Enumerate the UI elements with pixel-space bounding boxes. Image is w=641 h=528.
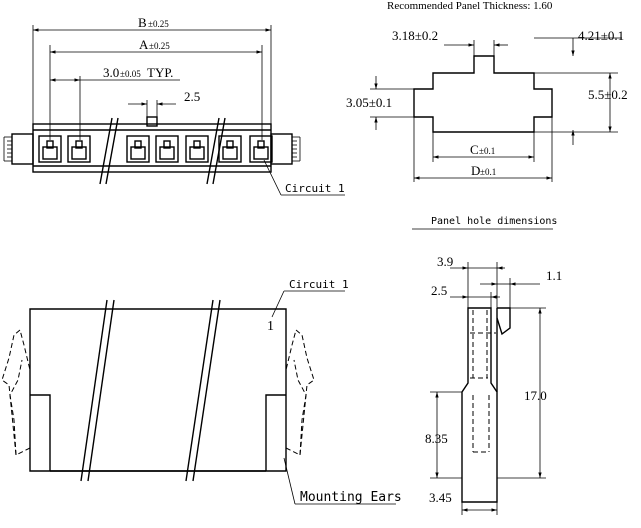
circuit-1-label-bottom: Circuit 1 <box>289 278 349 291</box>
dim-right-step: 4.21±0.1 <box>578 28 624 43</box>
bottom-view: 1 Circuit 1 Mounting Ears <box>1 278 402 505</box>
dim-d-letter: D <box>471 163 480 178</box>
dim-d-tol: ±0.1 <box>480 167 496 177</box>
dim-pitch-value: 3.0 <box>103 65 119 80</box>
circuit-1-label-top: Circuit 1 <box>285 182 345 195</box>
dim-a-tol: ±0.25 <box>149 41 170 51</box>
dim-left-step: 3.18±0.2 <box>392 28 438 43</box>
front-view: B ±0.25 A ±0.25 3.0 ±0.05 TYP. 2.5 <box>3 15 345 196</box>
cavity-row <box>38 135 273 163</box>
dim-3-9: 3.9 <box>437 254 453 269</box>
dim-b-tol: ±0.25 <box>148 19 169 29</box>
dim-2-5: 2.5 <box>431 283 447 298</box>
dim-17-0: 17.0 <box>524 388 547 403</box>
side-view: 3.9 1.1 2.5 17.0 8.35 3.45 <box>425 254 562 515</box>
panel-hole-title: Panel hole dimensions <box>431 216 557 227</box>
dim-pitch-suffix: TYP. <box>147 65 173 80</box>
dim-1-1: 1.1 <box>546 268 562 283</box>
dim-key-value: 2.5 <box>184 89 200 104</box>
panel-hole-view: 3.18±0.2 4.21±0.1 5.5±0.2 3.05±0.1 C ±0.… <box>346 28 628 230</box>
dim-8-35: 8.35 <box>425 431 448 446</box>
dim-c-tol: ±0.1 <box>479 146 495 156</box>
dim-3-45: 3.45 <box>429 490 452 505</box>
dim-height-inner: 3.05±0.1 <box>346 95 392 110</box>
dim-height-outer: 5.5±0.2 <box>588 87 628 102</box>
dim-c-letter: C <box>470 142 479 157</box>
mounting-ears-label: Mounting Ears <box>300 490 402 505</box>
dim-b-letter: B <box>138 15 147 30</box>
dim-a-letter: A <box>139 37 149 52</box>
panel-thickness-note: Recommended Panel Thickness: 1.60 <box>387 0 553 12</box>
dim-pitch-tol: ±0.05 <box>120 69 141 79</box>
circuit-1-number: 1 <box>267 319 274 334</box>
